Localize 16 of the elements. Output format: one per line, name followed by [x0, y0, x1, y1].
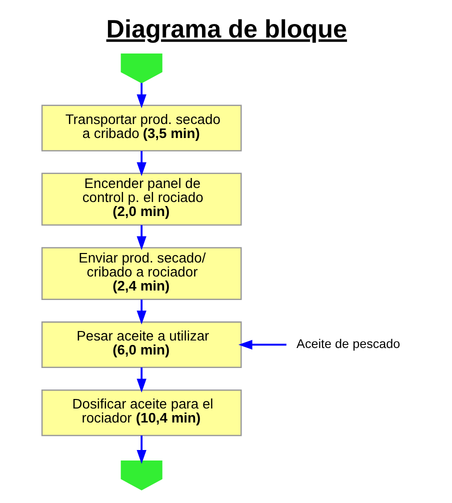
node-pentagon: [120, 54, 162, 84]
node-box: Pesar aceite a utilizar (6,0 min): [41, 321, 242, 368]
arrow: [136, 82, 146, 108]
node-box: Dosificar aceite para el rociador (10,4 min): [41, 389, 242, 436]
arrow: [136, 225, 146, 250]
node-box: Transportar prod. secado a cribado (3,5 min): [41, 104, 242, 152]
arrow: [136, 300, 146, 325]
arrow: [238, 340, 286, 350]
node-text: Aceite de pescado: [296, 336, 400, 351]
arrow: [136, 151, 146, 176]
diagram-title: Diagrama de bloque: [106, 15, 348, 44]
arrow: [136, 436, 146, 464]
node-pentagon: [120, 460, 162, 490]
arrow: [136, 367, 146, 393]
node-box: Encender panel de control p. el rociado (2,0 min): [41, 172, 242, 226]
node-box: Enviar prod. secado/ cribado a rociador (2,4 min): [41, 247, 242, 300]
